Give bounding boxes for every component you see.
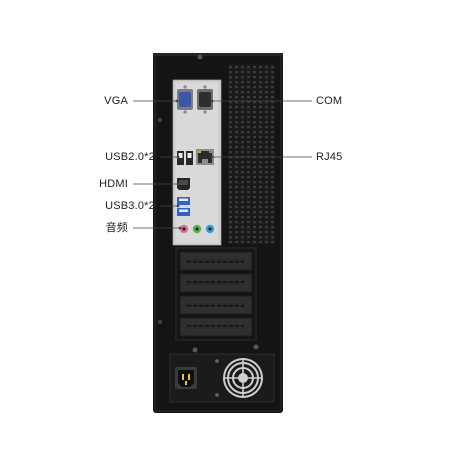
com-port: [197, 85, 213, 114]
rj45-port: [196, 149, 214, 165]
label-hdmi: HDMI: [99, 178, 128, 190]
label-usb3: USB3.0*2: [105, 200, 155, 212]
expansion-slots: [175, 247, 257, 341]
audio-jacks: [179, 224, 215, 234]
label-usb2: USB2.0*2: [105, 151, 155, 163]
label-vga: VGA: [104, 95, 128, 107]
usb2-ports: [177, 151, 193, 165]
label-com: COM: [316, 95, 343, 107]
fan-grille-icon: [223, 358, 263, 398]
hdmi-port: [177, 178, 190, 190]
power-supply: [169, 353, 275, 403]
label-audio: 音频: [105, 222, 128, 234]
usb3-ports: [177, 197, 190, 216]
vga-port: [177, 85, 193, 114]
label-rj45: RJ45: [316, 151, 343, 163]
vent-grille: [228, 64, 275, 244]
power-socket-icon: [175, 367, 197, 389]
